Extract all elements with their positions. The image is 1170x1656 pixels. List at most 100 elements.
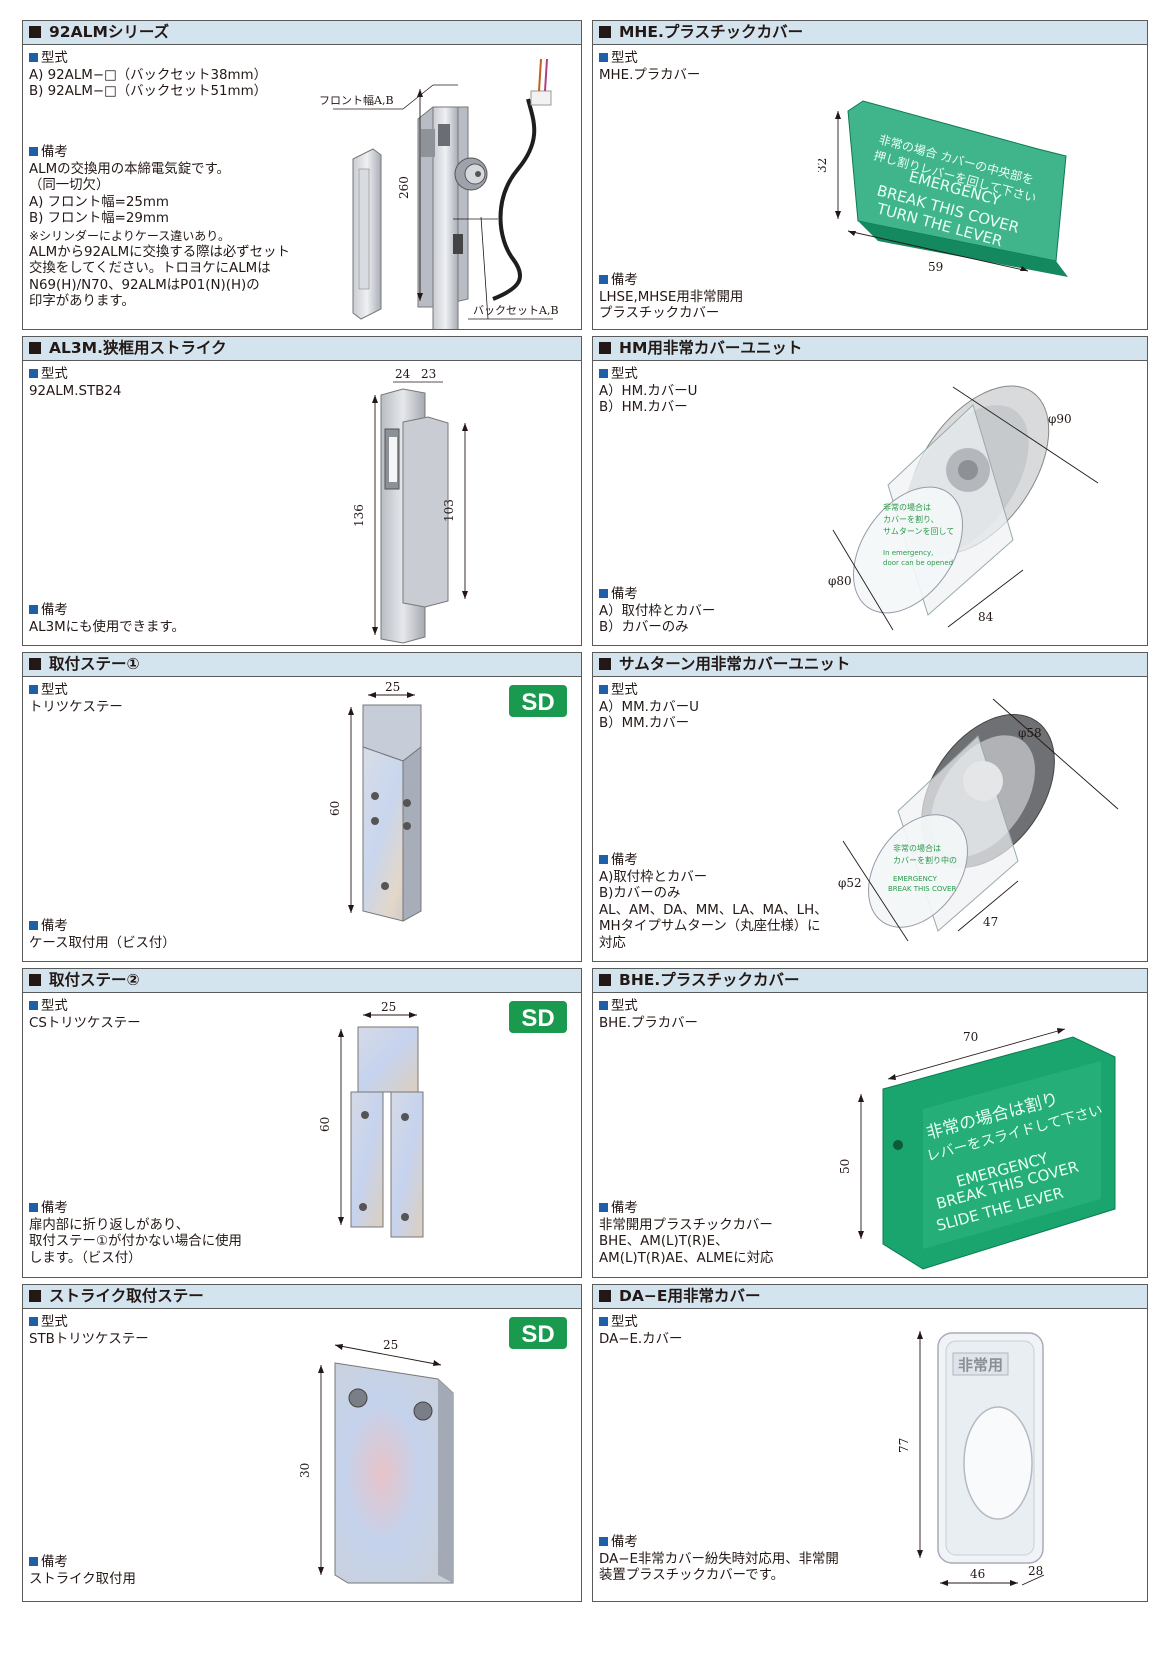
dim-front-width: フロント幅A,B [319, 94, 394, 107]
dim-width: 59 [928, 260, 943, 274]
dim-w2: 23 [421, 367, 436, 381]
svg-text:SD: SD [521, 1005, 554, 1032]
panel-text: 型式 DA−E.カバー [599, 1315, 683, 1347]
svg-text:EMERGENCY: EMERGENCY [893, 875, 938, 883]
panel-thumbturn-cover-unit: サムターン用非常カバーユニット 型式 A）MM.カバーU B）MM.カバー 備考… [592, 652, 1148, 962]
panel-text: 型式 STBトリツケステー [29, 1315, 149, 1347]
panel-notes: 備考 ALMの交換用の本締電気錠です。 （同一切欠） A) フロント幅=25mm… [29, 145, 290, 310]
bullet-icon [599, 369, 608, 378]
hm-cover-illustration: 非常の場合は カバーを割り、 サムターンを回して In emergency, d… [828, 385, 1099, 631]
svg-text:サムターンを回して: サムターンを回して [883, 527, 954, 536]
sd-logo-icon: SD [509, 1001, 567, 1033]
panel-text: 型式 92ALM.STB24 [29, 367, 122, 399]
svg-text:非常の場合は: 非常の場合は [883, 502, 931, 512]
bullet-icon [29, 1317, 38, 1326]
dim-d1: φ58 [1018, 726, 1042, 740]
panel-notes: 備考 A）取付枠とカバー B）カバーのみ [599, 587, 716, 636]
dim-height: 30 [298, 1463, 312, 1478]
panel-text: 型式 A) 92ALM−□（バックセット38mm） B) 92ALM−□（バック… [29, 51, 268, 100]
panel-al3m-strike: AL3M.狭框用ストライク 型式 92ALM.STB24 備考 AL3Mにも使用… [22, 336, 582, 646]
panel-mhe-cover: MHE.プラスチックカバー 型式 MHE.プラカバー 備考 LHSE,MHSE用… [592, 20, 1148, 330]
bullet-icon [599, 1317, 608, 1326]
bullet-icon [599, 1001, 608, 1010]
panel-title: MHE.プラスチックカバー [593, 21, 1147, 45]
panel-mounting-stay-2: 取付ステー② 型式 CSトリツケステー 備考 扉内部に折り返しがあり、 取付ステ… [22, 968, 582, 1278]
dim-width: 25 [381, 1000, 396, 1014]
dim-length: 84 [978, 610, 994, 624]
dim-length: 47 [983, 915, 998, 929]
bullet-icon [599, 53, 608, 62]
bullet-icon [29, 921, 38, 930]
panel-notes: 備考 LHSE,MHSE用非常開用 プラスチックカバー [599, 273, 744, 322]
dim-d1: φ90 [1048, 412, 1072, 426]
dim-height: 50 [838, 1159, 852, 1174]
dim-d2: φ80 [828, 574, 852, 588]
panel-title: ストライク取付ステー [23, 1285, 581, 1309]
panel-title: AL3M.狭框用ストライク [23, 337, 581, 361]
svg-text:カバーを割り、: カバーを割り、 [883, 514, 939, 524]
dim-w1: 24 [395, 367, 411, 381]
bullet-icon [29, 1001, 38, 1010]
panel-title: 92ALMシリーズ [23, 21, 581, 45]
panel-strike-stay: ストライク取付ステー 型式 STBトリツケステー 備考 ストライク取付用 SD … [22, 1284, 582, 1602]
dim-depth: 28 [1028, 1564, 1043, 1578]
panel-text: 型式 A）HM.カバーU B）HM.カバー [599, 367, 698, 416]
panel-da-e-cover: DA−E用非常カバー 型式 DA−E.カバー 備考 DA−E非常カバー紛失時対応… [592, 1284, 1148, 1602]
panel-92alm-series: 92ALMシリーズ 型式 A) 92ALM−□（バックセット38mm） B) 9… [22, 20, 582, 330]
stay2-illustration: 25 60 [318, 1000, 424, 1238]
svg-text:SD: SD [521, 689, 554, 716]
bullet-icon [599, 589, 608, 598]
panel-title: DA−E用非常カバー [593, 1285, 1147, 1309]
dim-h2: 103 [442, 499, 456, 522]
panel-title: 取付ステー② [23, 969, 581, 993]
panel-title: 取付ステー① [23, 653, 581, 677]
svg-text:BREAK THIS COVER: BREAK THIS COVER [888, 885, 956, 893]
bullet-icon [599, 275, 608, 284]
strike-illustration: 24 23 136 103 [353, 367, 468, 644]
bullet-icon [29, 1203, 38, 1212]
dim-width: 25 [383, 1338, 398, 1352]
svg-text:カバーを割り中の: カバーを割り中の [893, 855, 957, 865]
stay1-illustration: 25 60 [328, 681, 422, 922]
lock-illustration: 260 フロント幅A,B バックセットA,B [319, 58, 559, 329]
panel-text: 型式 A）MM.カバーU B）MM.カバー [599, 683, 699, 732]
da-e-cover-illustration: 非常用 77 46 28 [897, 1331, 1045, 1586]
dim-h1: 136 [353, 504, 366, 527]
strike-stay-illustration: 25 30 [298, 1338, 454, 1584]
panel-notes: 備考 A)取付枠とカバー B)カバーのみ AL、AM、DA、MM、LA、MA、L… [599, 853, 828, 951]
bullet-icon [29, 53, 38, 62]
panel-title: HM用非常カバーユニット [593, 337, 1147, 361]
panel-notes: 備考 AL3Mにも使用できます。 [29, 603, 185, 635]
panel-notes: 備考 扉内部に折り返しがあり、 取付ステー①が付かない場合に使用 します。（ビス… [29, 1201, 242, 1266]
bhe-cover-illustration: 非常の場合は割り レバーをスライドして下さい EMERGENCY BREAK T… [838, 1028, 1116, 1270]
bullet-icon [29, 147, 38, 156]
dim-d2: φ52 [838, 876, 862, 890]
bullet-icon [29, 369, 38, 378]
bullet-icon [29, 685, 38, 694]
dim-backset: バックセットA,B [473, 304, 559, 317]
panel-text: 型式 CSトリツケステー [29, 999, 141, 1031]
panel-text: 型式 トリツケステー [29, 683, 123, 715]
svg-text:SD: SD [521, 1321, 554, 1348]
dim-width: 25 [385, 681, 400, 694]
sd-logo-icon: SD [509, 1317, 567, 1349]
panel-bhe-cover: BHE.プラスチックカバー 型式 BHE.プラカバー 備考 非常開用プラスチック… [592, 968, 1148, 1278]
bullet-icon [599, 1537, 608, 1546]
dim-height: 32 [818, 158, 829, 173]
panel-title: サムターン用非常カバーユニット [593, 653, 1147, 677]
panel-notes: 備考 DA−E非常カバー紛失時対応用、非常開 装置プラスチックカバーです。 [599, 1535, 839, 1584]
bullet-icon [29, 1557, 38, 1566]
panel-notes: 備考 非常開用プラスチックカバー BHE、AM(L)T(R)E、 AM(L)T(… [599, 1201, 774, 1266]
panel-notes: 備考 ストライク取付用 [29, 1555, 136, 1587]
panel-title: BHE.プラスチックカバー [593, 969, 1147, 993]
dim-height: 77 [897, 1438, 911, 1453]
bullet-icon [599, 855, 608, 864]
bullet-icon [29, 605, 38, 614]
dim-height: 60 [328, 801, 342, 816]
panel-hm-cover-unit: HM用非常カバーユニット 型式 A）HM.カバーU B）HM.カバー 備考 A）… [592, 336, 1148, 646]
mm-cover-illustration: 非常の場合は カバーを割り中の EMERGENCY BREAK THIS COV… [838, 698, 1119, 942]
panel-notes: 備考 ケース取付用（ビス付） [29, 919, 176, 951]
dim-width: 46 [970, 1567, 985, 1581]
panel-mounting-stay-1: 取付ステー① 型式 トリツケステー 備考 ケース取付用（ビス付） SD 25 6… [22, 652, 582, 962]
mhe-cover-illustration: 非常の場合 カバーの中央部を 押し割りレバーを回して下さい EMERGENCY … [818, 100, 1068, 277]
